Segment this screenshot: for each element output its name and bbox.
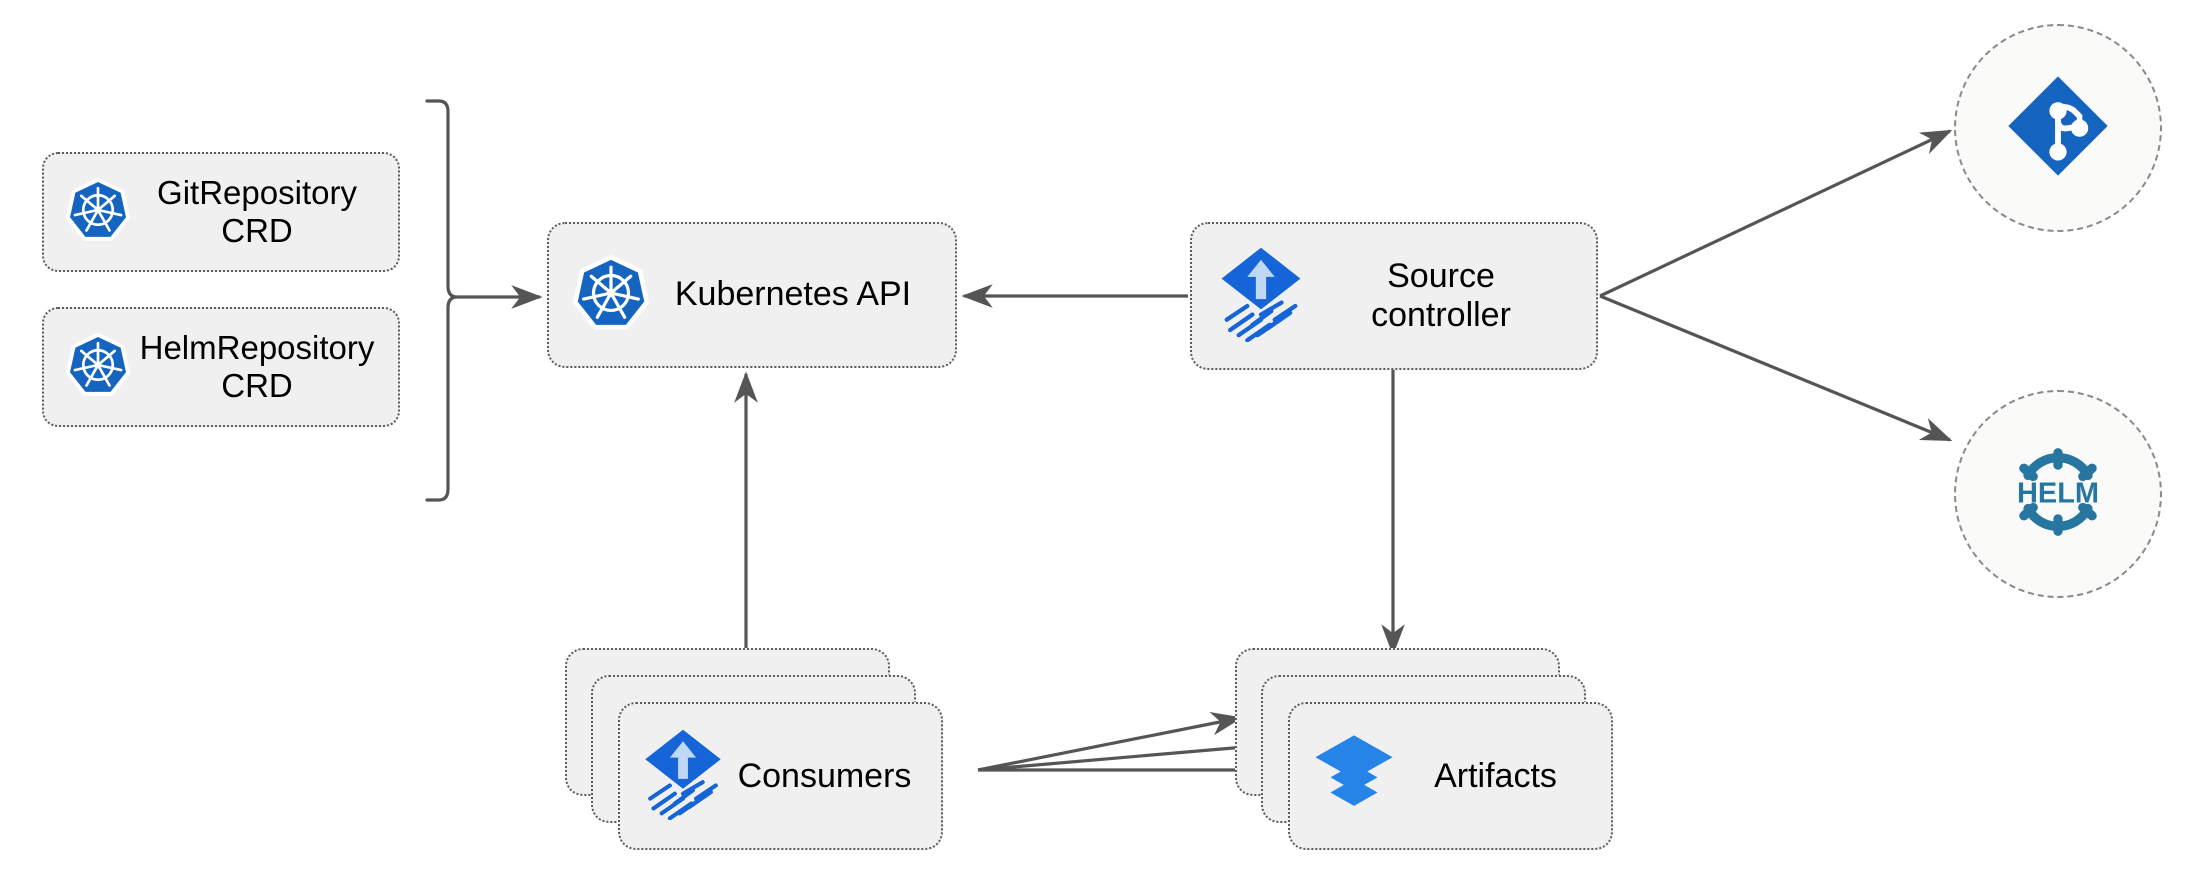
crd-card-label: HelmRepository CRD: [139, 328, 375, 404]
consumers-sheet-front[interactable]: Consumers: [618, 702, 943, 850]
crd-card-gitrepository[interactable]: GitRepository CRD: [42, 152, 400, 272]
flux-source-controller-icon: [642, 728, 724, 825]
crd-group-bracket: [425, 99, 458, 502]
helm-wordmark: HELM: [2017, 477, 2099, 509]
node-consumers[interactable]: Consumers: [565, 648, 943, 850]
git-icon: [2004, 72, 2112, 185]
node-artifacts[interactable]: Artifacts: [1235, 648, 1613, 850]
edge-source-controller-to-git: [1599, 129, 1953, 298]
node-label: Consumers: [737, 756, 912, 795]
layers-stack-icon: [1312, 732, 1396, 821]
edge-consumers-to-artifacts-1: [977, 711, 1243, 772]
node-label: Kubernetes API: [674, 275, 912, 314]
edge-consumers-to-artifacts-2: [977, 735, 1271, 772]
crd-card-label: GitRepository CRD: [157, 173, 357, 249]
kubernetes-icon: [573, 254, 649, 336]
node-label: Source controller: [1371, 256, 1511, 334]
flux-source-controller-icon: [1218, 246, 1304, 347]
artifacts-sheet-front[interactable]: Artifacts: [1288, 702, 1613, 850]
crd-card-helmrepository[interactable]: HelmRepository CRD: [42, 307, 400, 427]
node-label: Artifacts: [1434, 756, 1557, 795]
edge-source-controller-to-helm: [1599, 294, 1953, 442]
external-helm[interactable]: HELM: [1954, 390, 2162, 598]
kubernetes-icon: [66, 332, 130, 402]
node-source-controller[interactable]: Source controller: [1190, 222, 1598, 370]
node-kubernetes-api[interactable]: Kubernetes API: [547, 222, 957, 368]
kubernetes-icon: [66, 177, 130, 247]
helm-icon: HELM: [1996, 430, 2120, 559]
external-git[interactable]: [1954, 24, 2162, 232]
